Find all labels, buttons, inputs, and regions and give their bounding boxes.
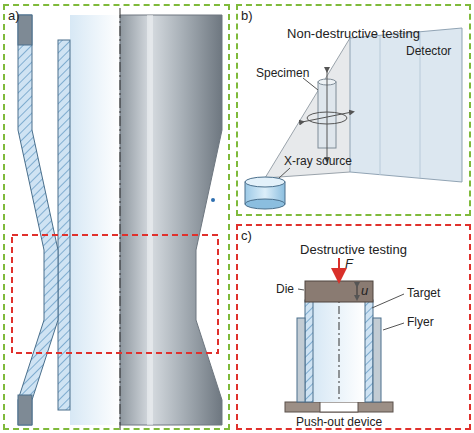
part-label: Flyer <box>407 315 434 329</box>
displacement-symbol: u <box>361 283 368 298</box>
panel-frame: a) <box>3 4 230 430</box>
panel-letter: c) <box>241 228 252 243</box>
part-label: Die <box>276 282 294 296</box>
part-label: Target <box>407 286 440 300</box>
part-label: Detector <box>406 44 451 58</box>
panel-heading: Destructive testing <box>300 242 407 257</box>
panel-heading: Non-destructive testing <box>287 26 420 41</box>
part-label: X-ray source <box>284 154 352 168</box>
panel-letter: b) <box>241 8 253 23</box>
panel-letter: a) <box>8 8 20 23</box>
part-label: Specimen <box>256 66 309 80</box>
force-symbol: F <box>345 256 353 271</box>
part-label: Push-out device <box>296 415 382 429</box>
panel-frame: c) Destructive testing <box>236 224 471 430</box>
panel-frame: b) Non-destructive testing <box>236 4 471 216</box>
